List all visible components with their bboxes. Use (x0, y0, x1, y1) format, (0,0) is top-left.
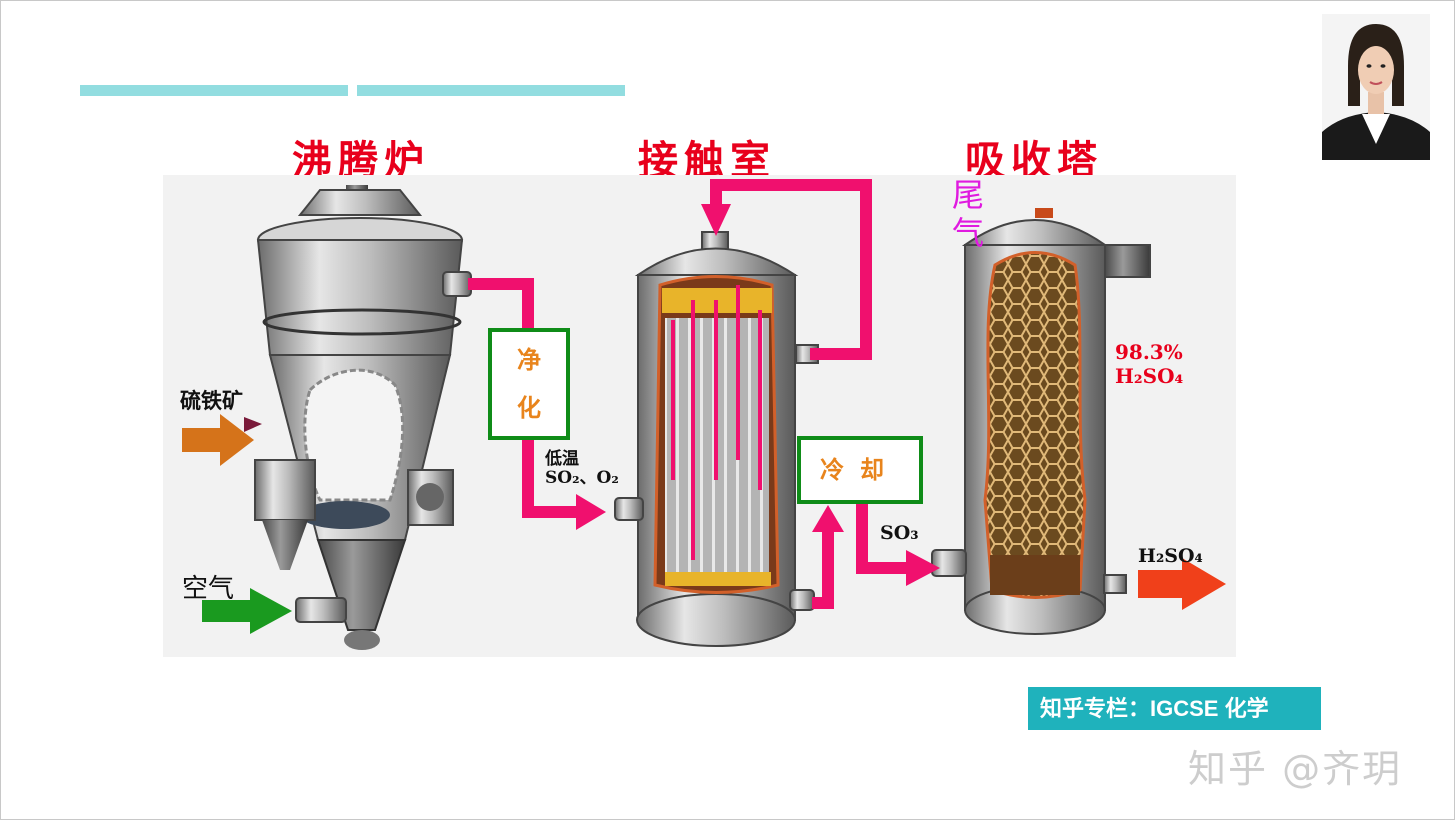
absorption-tower-illustration (931, 208, 1151, 635)
purify-step-text: 净化 (517, 345, 541, 422)
pyrite-label: 硫铁矿 (180, 388, 243, 413)
absorbent-acid-label: 98.3% H₂SO₄ (1115, 340, 1183, 388)
cool-step-box: 冷却 (797, 436, 923, 504)
header-bar-right (357, 85, 625, 96)
acid-concentration: 98.3% (1115, 340, 1183, 364)
pipe-purify-to-contact (522, 435, 578, 518)
low-temp-gas-label: 低温 SO₂、O₂ (545, 450, 619, 488)
process-pipes (468, 179, 912, 609)
tail-gas-label: 尾气 (952, 176, 985, 252)
arrowhead-into-contact (576, 494, 606, 530)
arrowhead-recycle-down (701, 204, 731, 236)
pipe-furnace-to-purify (468, 278, 534, 330)
product-acid-label: H₂SO₄ (1138, 545, 1203, 567)
pipe-contact-to-cool (812, 530, 834, 609)
acid-formula: H₂SO₄ (1115, 364, 1184, 388)
boiling-furnace-illustration (254, 185, 472, 650)
purify-step-box: 净化 (488, 328, 570, 440)
pipe-cool-to-absorber (856, 500, 912, 574)
arrowhead-into-absorber (906, 550, 940, 586)
air-arrow (202, 588, 292, 634)
pipe-arrowheads (576, 204, 940, 586)
presenter-avatar (1322, 14, 1430, 160)
contact-chamber-illustration (614, 231, 819, 647)
header-bar-left (80, 85, 348, 96)
watermark: 知乎 @齐玥 (1188, 747, 1403, 791)
column-tag: 知乎专栏：IGCSE 化学 (1028, 687, 1321, 730)
ore-arrow (182, 414, 262, 466)
gas-label-line2: SO₂、O₂ (545, 468, 619, 488)
so3-label: SO₃ (880, 522, 919, 544)
arrowhead-up-to-cool (812, 505, 844, 532)
pipe-contact-recycle (710, 179, 872, 360)
gas-label-line1: 低温 (545, 449, 579, 469)
air-label: 空气 (182, 574, 235, 604)
acid-out-arrow (1138, 558, 1226, 610)
